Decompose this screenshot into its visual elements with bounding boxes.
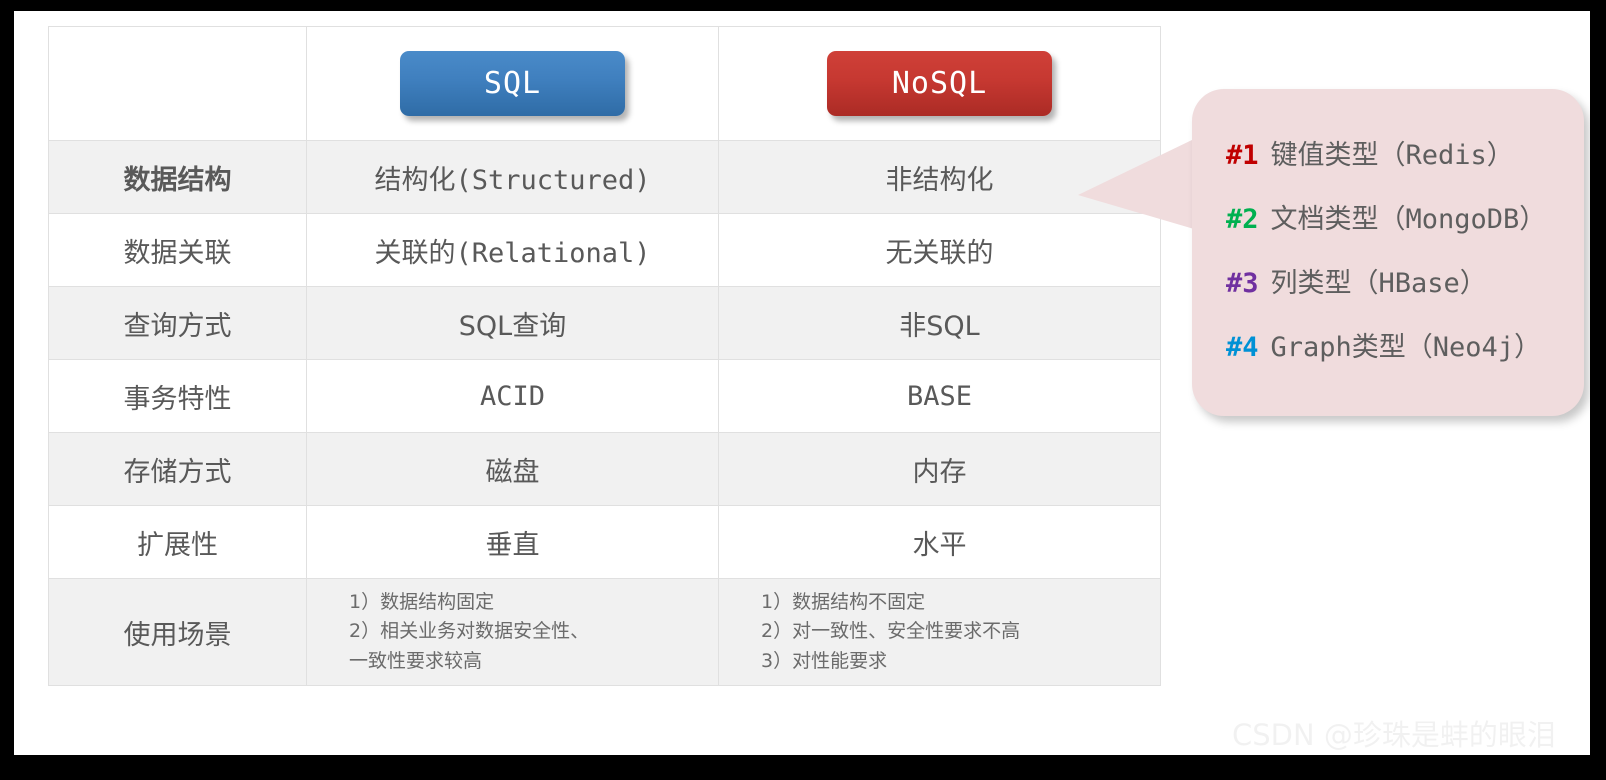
slide-canvas: SQL NoSQL 数据结构 结构化(Structured) 非结构化 数据关联… (14, 11, 1590, 755)
cell-nosql-scalability: 水平 (718, 505, 1161, 579)
callout-item: #4 Graph类型（Neo4j） (1226, 325, 1584, 364)
callout-text-3: 列类型（HBase） (1270, 268, 1487, 299)
row-label-use-case: 使用场景 (48, 578, 307, 686)
list-item: 1）数据结构不固定 (761, 590, 926, 613)
callout-marker-3: #3 (1226, 268, 1259, 299)
nosql-types-callout: #1 键值类型（Redis） #2 文档类型（MongoDB） #3 列类型（H… (1078, 89, 1584, 416)
callout-text-4: Graph类型（Neo4j） (1270, 332, 1542, 363)
cell-nosql-storage: 内存 (718, 432, 1161, 506)
list-item: 3）对性能要求 (761, 649, 888, 672)
cell-nosql-transaction: BASE (718, 359, 1161, 433)
sql-use-case-list: 1）数据结构固定 2）相关业务对数据安全性、 一致性要求较高 (307, 584, 718, 680)
row-label-storage: 存储方式 (48, 432, 307, 506)
row-label-transaction: 事务特性 (48, 359, 307, 433)
callout-item: #3 列类型（HBase） (1226, 261, 1584, 300)
cell-sql-transaction: ACID (306, 359, 719, 433)
callout-marker-4: #4 (1226, 332, 1259, 363)
list-item: 1）数据结构固定 (349, 590, 495, 613)
cell-nosql-data-relation: 无关联的 (718, 213, 1161, 287)
callout-tail-icon (1078, 139, 1194, 229)
callout-text-2: 文档类型（MongoDB） (1270, 204, 1547, 235)
callout-bubble-body (1192, 89, 1584, 416)
cell-nosql-query-method: 非SQL (718, 286, 1161, 360)
list-item: 2）对一致性、安全性要求不高 (761, 620, 1021, 643)
callout-marker-2: #2 (1226, 204, 1259, 235)
table-header-row: SQL NoSQL (48, 26, 1161, 141)
table-row: 事务特性 ACID BASE (48, 359, 1161, 433)
table-row: 查询方式 SQL查询 非SQL (48, 286, 1161, 360)
callout-item-list: #1 键值类型（Redis） #2 文档类型（MongoDB） #3 列类型（H… (1192, 89, 1584, 416)
row-label-query-method: 查询方式 (48, 286, 307, 360)
cell-sql-data-relation: 关联的(Relational) (306, 213, 719, 287)
nosql-badge[interactable]: NoSQL (827, 51, 1052, 116)
row-label-data-relation: 数据关联 (48, 213, 307, 287)
table-row: 存储方式 磁盘 内存 (48, 432, 1161, 506)
cell-nosql-data-structure: 非结构化 (718, 140, 1161, 214)
header-cell-nosql: NoSQL (718, 26, 1161, 141)
cell-sql-data-structure: 结构化(Structured) (306, 140, 719, 214)
header-cell-empty (48, 26, 307, 141)
cell-sql-query-method: SQL查询 (306, 286, 719, 360)
row-label-scalability: 扩展性 (48, 505, 307, 579)
sql-badge[interactable]: SQL (400, 51, 625, 116)
table-row-scenario: 使用场景 1）数据结构固定 2）相关业务对数据安全性、 一致性要求较高 1）数据… (48, 578, 1161, 686)
cell-sql-scalability: 垂直 (306, 505, 719, 579)
callout-item: #2 文档类型（MongoDB） (1226, 197, 1584, 236)
callout-item: #1 键值类型（Redis） (1226, 133, 1584, 172)
nosql-use-case-list: 1）数据结构不固定 2）对一致性、安全性要求不高 3）对性能要求 (719, 584, 1160, 680)
callout-text-1: 键值类型（Redis） (1270, 140, 1514, 171)
table-row: 扩展性 垂直 水平 (48, 505, 1161, 579)
table-row: 数据关联 关联的(Relational) 无关联的 (48, 213, 1161, 287)
row-label-data-structure: 数据结构 (48, 140, 307, 214)
watermark: CSDN @珍珠是蚌的眼泪 (1232, 718, 1556, 752)
cell-sql-storage: 磁盘 (306, 432, 719, 506)
callout-marker-1: #1 (1226, 140, 1259, 171)
sql-nosql-comparison-table: SQL NoSQL 数据结构 结构化(Structured) 非结构化 数据关联… (48, 26, 1161, 686)
list-item: 一致性要求较高 (349, 649, 483, 672)
table-row: 数据结构 结构化(Structured) 非结构化 (48, 140, 1161, 214)
cell-sql-use-case: 1）数据结构固定 2）相关业务对数据安全性、 一致性要求较高 (306, 578, 719, 686)
cell-nosql-use-case: 1）数据结构不固定 2）对一致性、安全性要求不高 3）对性能要求 (718, 578, 1161, 686)
list-item: 2）相关业务对数据安全性、 (349, 620, 590, 643)
header-cell-sql: SQL (306, 26, 719, 141)
